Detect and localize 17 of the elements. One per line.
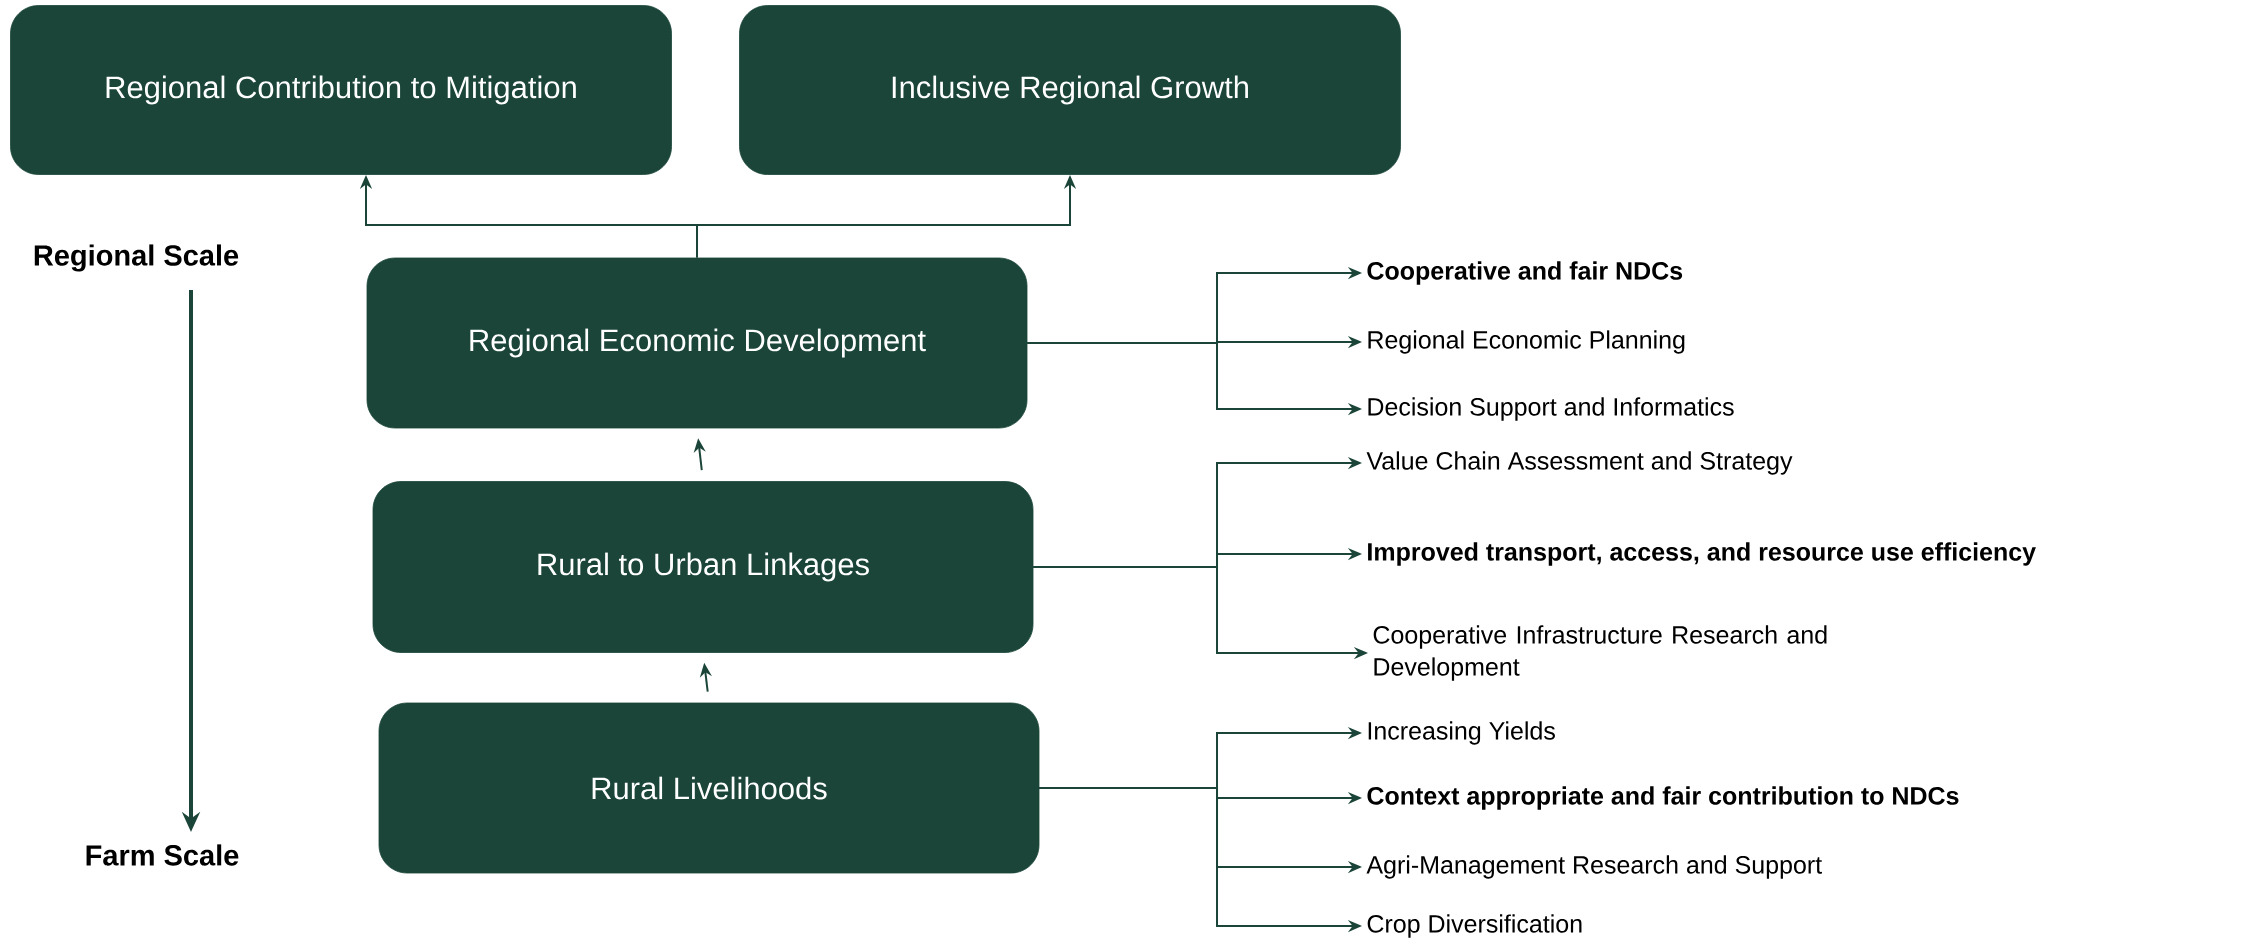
process-box: Regional Economic Development (366, 257, 1028, 429)
process-box: Rural to Urban Linkages (372, 481, 1034, 653)
outcome-text: Cooperative and fair NDCs (1367, 261, 1683, 285)
outcome-text: Context appropriate and fair contribution to NDCs (1367, 786, 1959, 810)
outcome-text: Increasing Yields (1368, 721, 1555, 745)
outcome-text: Improved transport, access, and resource use efficiency (1368, 542, 2036, 566)
outcome-text: Crop Diversification (1367, 914, 1582, 938)
outcome-text: Regional Economic Planning (1368, 330, 1685, 354)
outcome-text: Agri-Management Research and Support (1366, 855, 1822, 879)
process-box: Regional Contribution to Mitigation (10, 5, 672, 175)
scale-label: Farm Scale (86, 844, 239, 866)
scale-label: Regional Scale (34, 244, 239, 272)
outcome-text: Value Chain Assessment and Strategy (1366, 451, 1793, 475)
process-box: Inclusive Regional Growth (739, 5, 1401, 175)
process-box: Rural Livelihoods (378, 702, 1040, 874)
outcome-text: Cooperative Infrastructure Research and Development (1373, 625, 1827, 681)
outcome-text: Decision Support and Informatics (1368, 397, 1734, 421)
